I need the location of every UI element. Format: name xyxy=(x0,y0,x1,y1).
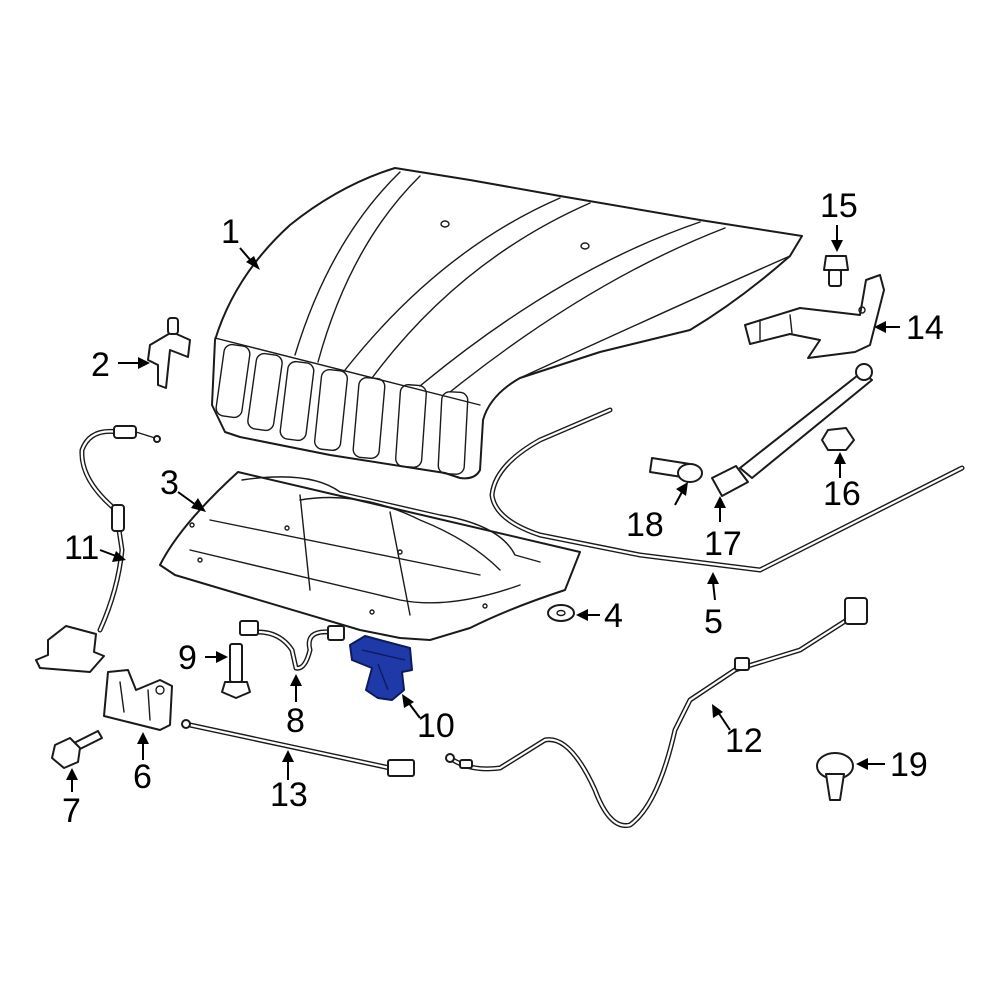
nut[interactable] xyxy=(821,427,855,451)
bumper-stop[interactable] xyxy=(649,457,703,483)
release-cable-left[interactable] xyxy=(35,425,161,673)
release-rod[interactable] xyxy=(181,719,415,777)
callout-16: 16 xyxy=(823,475,861,513)
hood-panel[interactable] xyxy=(211,167,803,480)
callout-1: 1 xyxy=(221,213,240,251)
hood-insulator[interactable] xyxy=(159,471,581,641)
callout-8: 8 xyxy=(286,702,305,740)
lift-support[interactable] xyxy=(711,363,873,497)
callout-5: 5 xyxy=(704,603,723,641)
leader-lines xyxy=(66,225,900,792)
callout-10: 10 xyxy=(417,707,455,745)
washer[interactable] xyxy=(547,604,575,622)
grille-slots xyxy=(215,343,469,475)
callout-4: 4 xyxy=(604,597,623,635)
callout-7: 7 xyxy=(62,792,81,830)
callout-15: 15 xyxy=(820,187,858,225)
release-cable-right[interactable] xyxy=(445,597,868,829)
stud-bolt[interactable] xyxy=(221,643,251,699)
hood-latch[interactable] xyxy=(103,669,173,731)
callout-6: 6 xyxy=(133,758,152,796)
callout-17: 17 xyxy=(704,525,742,563)
callout-2: 2 xyxy=(91,346,110,384)
callout-13: 13 xyxy=(270,776,308,814)
hood-bracket[interactable] xyxy=(147,317,191,389)
callout-12: 12 xyxy=(725,722,763,760)
weatherstrip-seal[interactable] xyxy=(489,407,965,573)
latch-striker-highlighted[interactable] xyxy=(349,635,413,701)
hinge-bolt[interactable] xyxy=(823,255,849,287)
hood-hinge[interactable] xyxy=(744,274,885,359)
callout-18: 18 xyxy=(626,506,664,544)
callout-labels: 1 2 3 4 5 6 7 8 9 10 11 12 13 14 15 16 1… xyxy=(62,187,944,830)
latch-bolt[interactable] xyxy=(51,730,103,769)
callout-9: 9 xyxy=(178,639,197,677)
callout-11: 11 xyxy=(64,529,99,567)
push-clip[interactable] xyxy=(816,752,854,801)
callout-19: 19 xyxy=(890,746,928,784)
wire-harness[interactable] xyxy=(239,620,345,671)
callout-14: 14 xyxy=(906,309,944,347)
callout-3: 3 xyxy=(160,464,179,502)
